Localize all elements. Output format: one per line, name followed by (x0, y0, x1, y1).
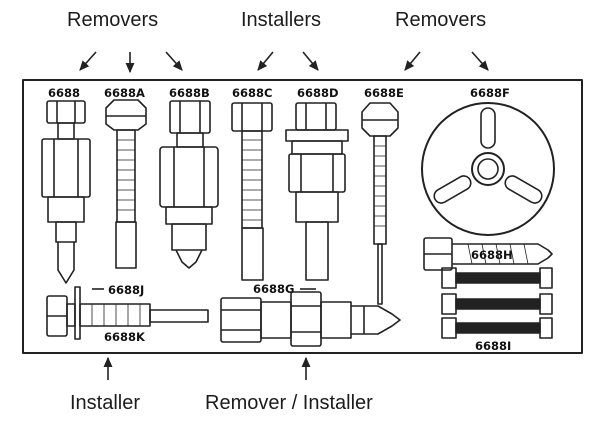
heading-remover-installer: Remover / Installer (205, 392, 373, 414)
label-6688k: 6688K (104, 330, 145, 344)
kit-frame (22, 79, 583, 354)
label-6688c: 6688C (232, 86, 273, 100)
heading-installers: Installers (241, 9, 322, 31)
tool-6688 (41, 100, 91, 284)
tool-6688b (159, 100, 219, 269)
tool-6688e (361, 102, 399, 305)
label-6688j: 6688J (108, 283, 145, 297)
heading-arrows (79, 51, 489, 380)
tool-6688i (441, 267, 553, 339)
tool-6688h (423, 237, 553, 271)
heading-installer: Installer (70, 392, 141, 414)
label-6688e: 6688E (364, 86, 404, 100)
label-6688f: 6688F (470, 86, 510, 100)
tool-6688f (421, 102, 555, 236)
label-6688g: 6688G (253, 282, 295, 296)
tool-6688a (105, 99, 147, 269)
tool-6688k (46, 286, 209, 340)
label-6688b: 6688B (169, 86, 210, 100)
tool-6688d (285, 102, 349, 281)
label-6688: 6688 (48, 86, 81, 100)
label-6688a: 6688A (104, 86, 145, 100)
heading-removers-right: Removers (395, 9, 487, 31)
tool-6688c (231, 102, 273, 281)
label-6688i: 6688I (475, 339, 512, 353)
heading-removers-left: Removers (67, 9, 159, 31)
tool-6688g (220, 288, 401, 347)
label-6688d: 6688D (297, 86, 339, 100)
label-6688h: 6688H (471, 248, 513, 262)
